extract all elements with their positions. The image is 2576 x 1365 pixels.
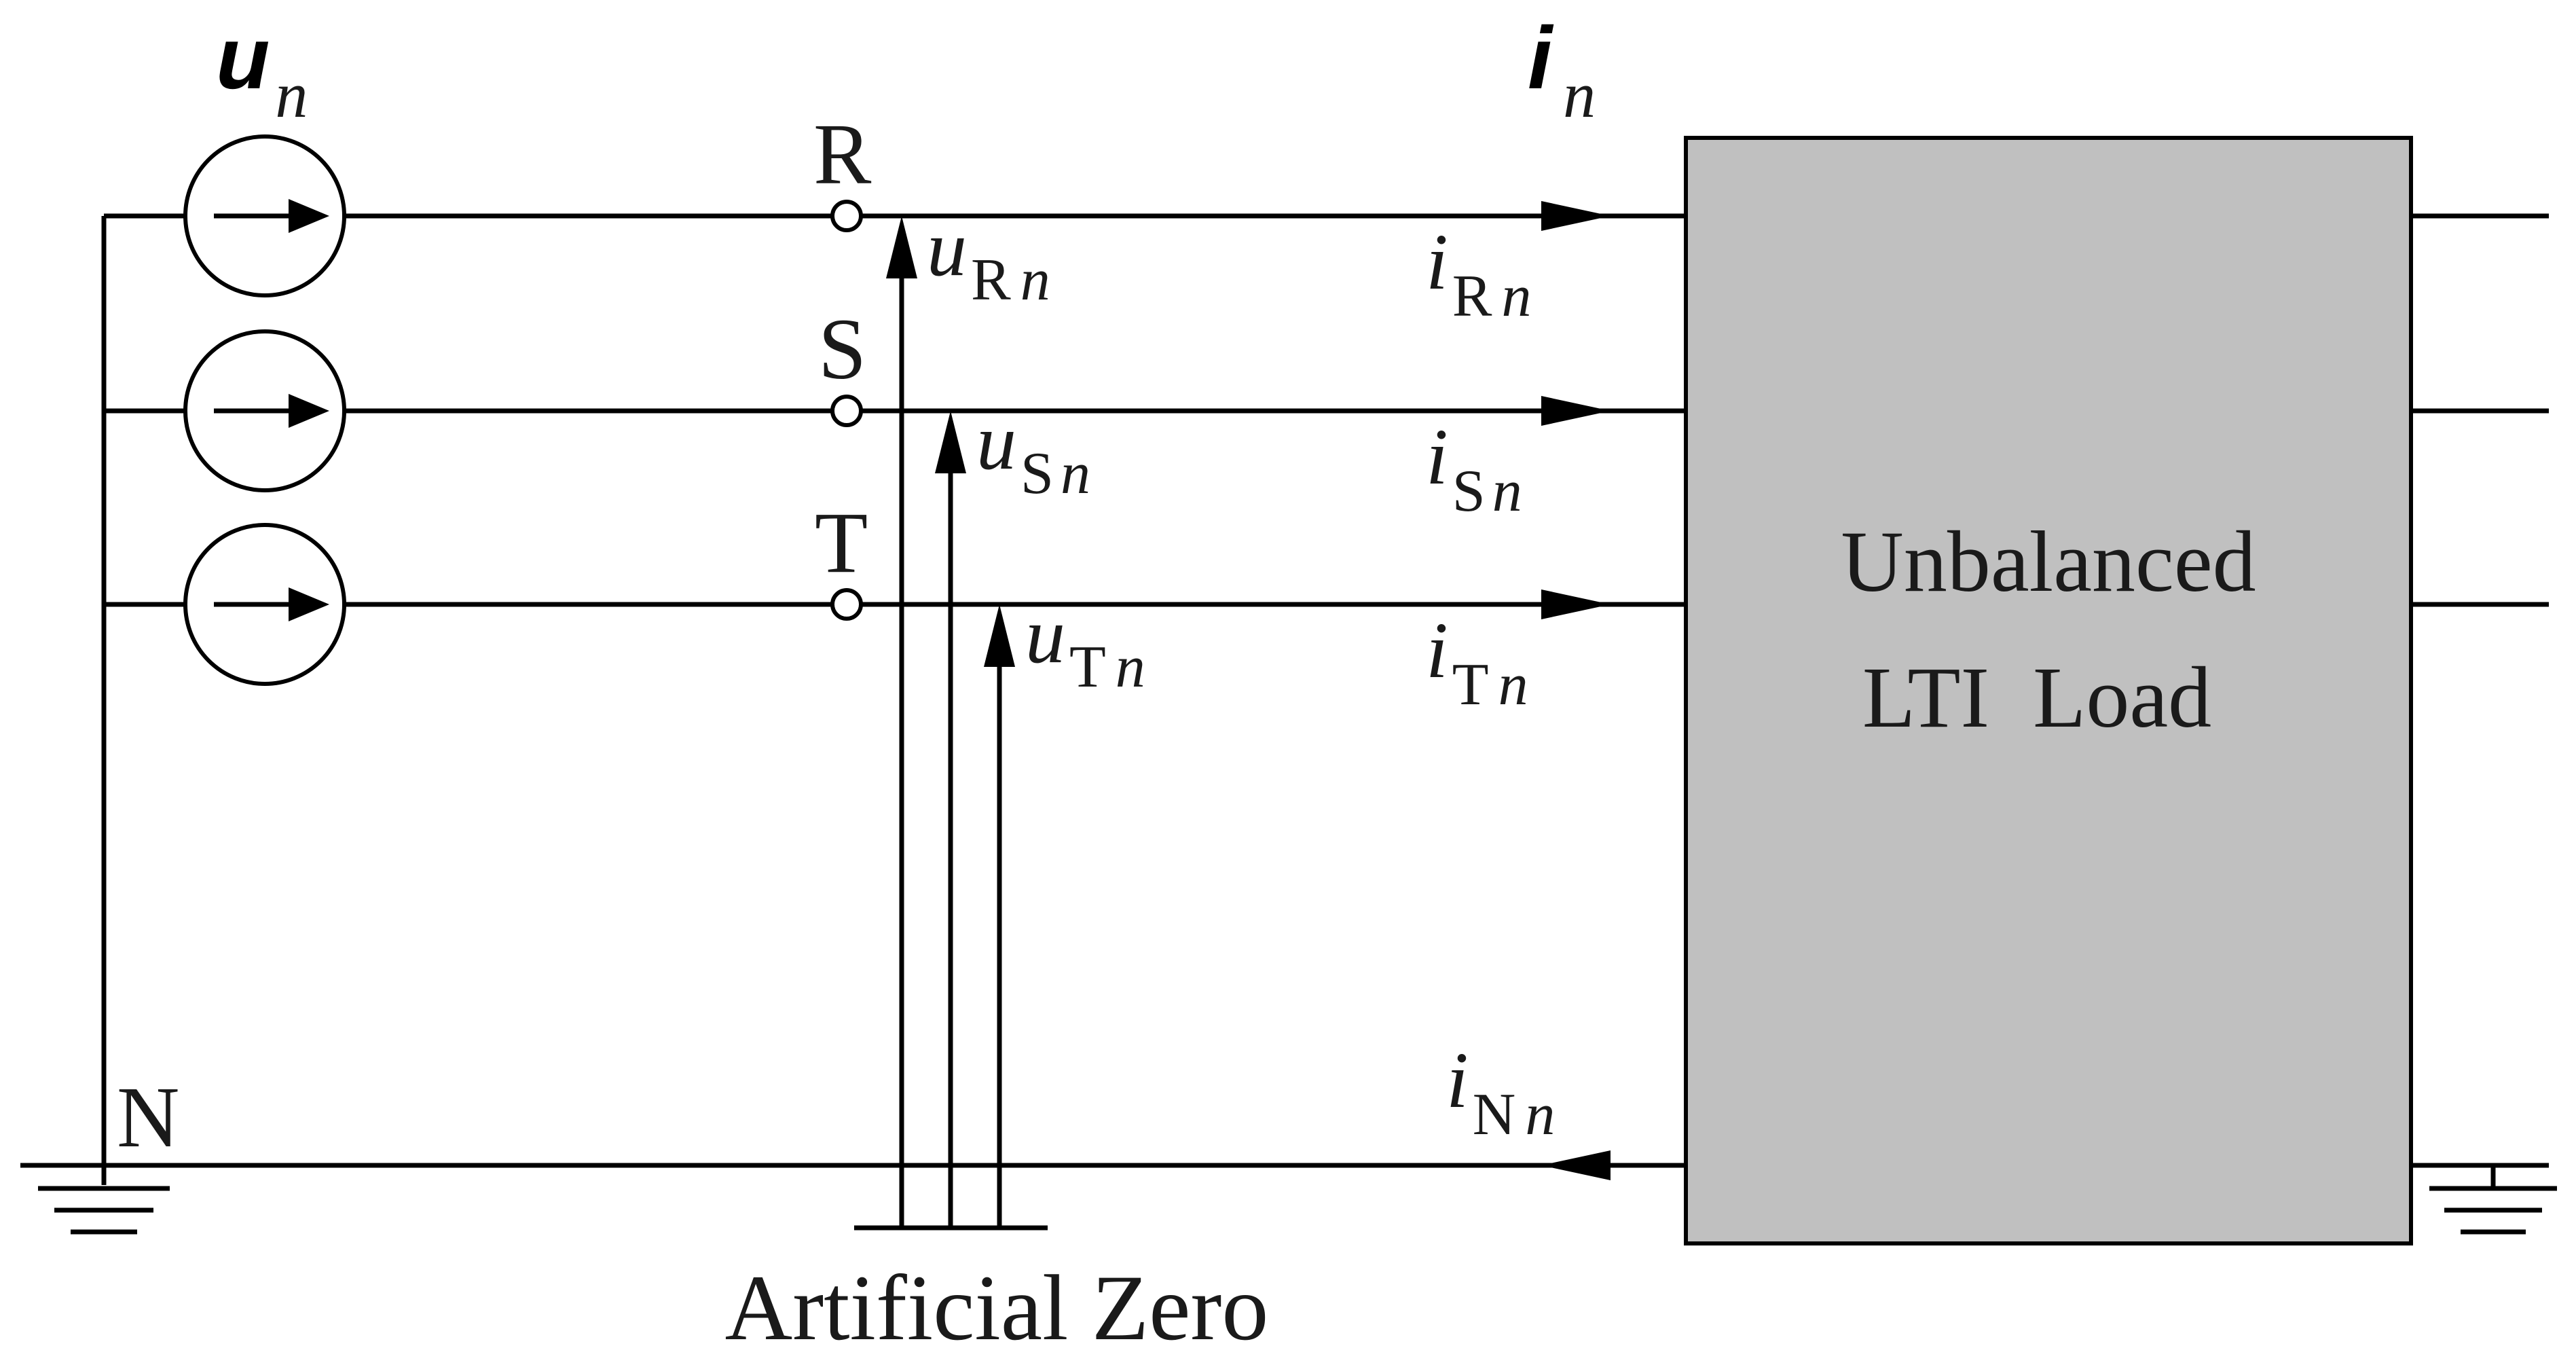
terminal-n-label: N	[117, 1069, 179, 1165]
source-group-label: un	[216, 8, 308, 131]
terminal-t-label: T	[815, 494, 868, 591]
phase-wires	[20, 213, 2549, 1168]
terminal-r-label: R	[813, 106, 872, 202]
load-box	[1684, 136, 2413, 1245]
ground-right-icon	[2429, 1165, 2557, 1235]
terminal-t-node	[830, 588, 863, 621]
voltage-source-s	[183, 329, 346, 492]
load-label-line1: Unbalanced	[1841, 513, 2256, 610]
terminal-r-node	[830, 200, 863, 232]
terminal-s-node	[830, 395, 863, 427]
current-arrows	[1541, 201, 1611, 1180]
voltage-source-r	[183, 134, 346, 297]
voltage-source-t	[183, 523, 346, 686]
load-label-line2: LTI Load	[1862, 649, 2211, 746]
ground-left-icon	[38, 1165, 170, 1235]
terminal-s-label: S	[818, 301, 866, 397]
artificial-zero-label: Artificial Zero	[725, 1256, 1269, 1360]
voltage-arrows	[854, 216, 1048, 1231]
